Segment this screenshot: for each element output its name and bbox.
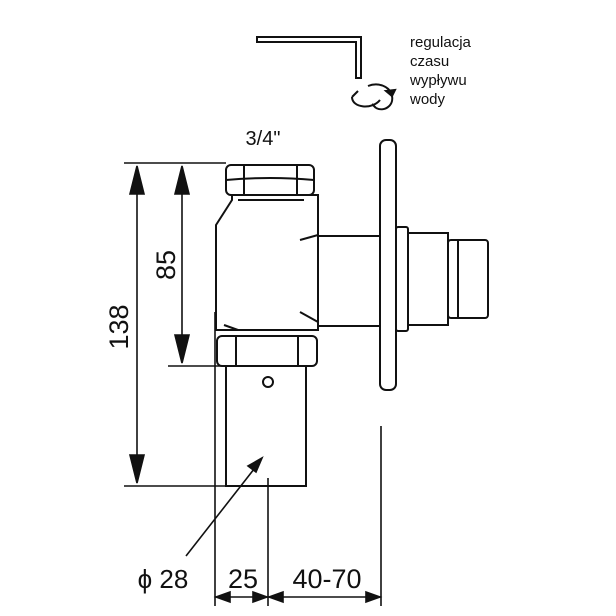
dimension-85-label: 85 [151,250,181,280]
valve-t-body [215,194,319,331]
outlet-pipe [225,365,307,487]
note-line-4: wody [410,91,446,108]
pipe-width-label: 25 [228,564,258,594]
note-line-2: czasu [410,53,450,70]
dimension-138-label: 138 [104,304,134,349]
hex-key-icon [256,36,362,79]
note-line-1: regulacja [410,34,471,51]
upper-hex-nut [225,164,315,196]
bottom-dimensions [213,312,383,606]
dimension-138 [124,162,226,487]
flow-time-adjustment-note: regulacja czasu wypływu wody [410,33,471,109]
diameter-leader [185,456,264,557]
wall-range-label: 40-70 [292,564,361,594]
diameter-label: ϕ 28 [138,564,189,594]
lower-hex-nut [216,335,318,367]
thread-size-label: 3/4" [246,128,281,150]
push-button-stem [317,139,489,391]
note-line-3: wypływu [410,72,467,89]
rotation-arrow-icon [351,83,397,111]
dimension-85 [168,165,226,367]
